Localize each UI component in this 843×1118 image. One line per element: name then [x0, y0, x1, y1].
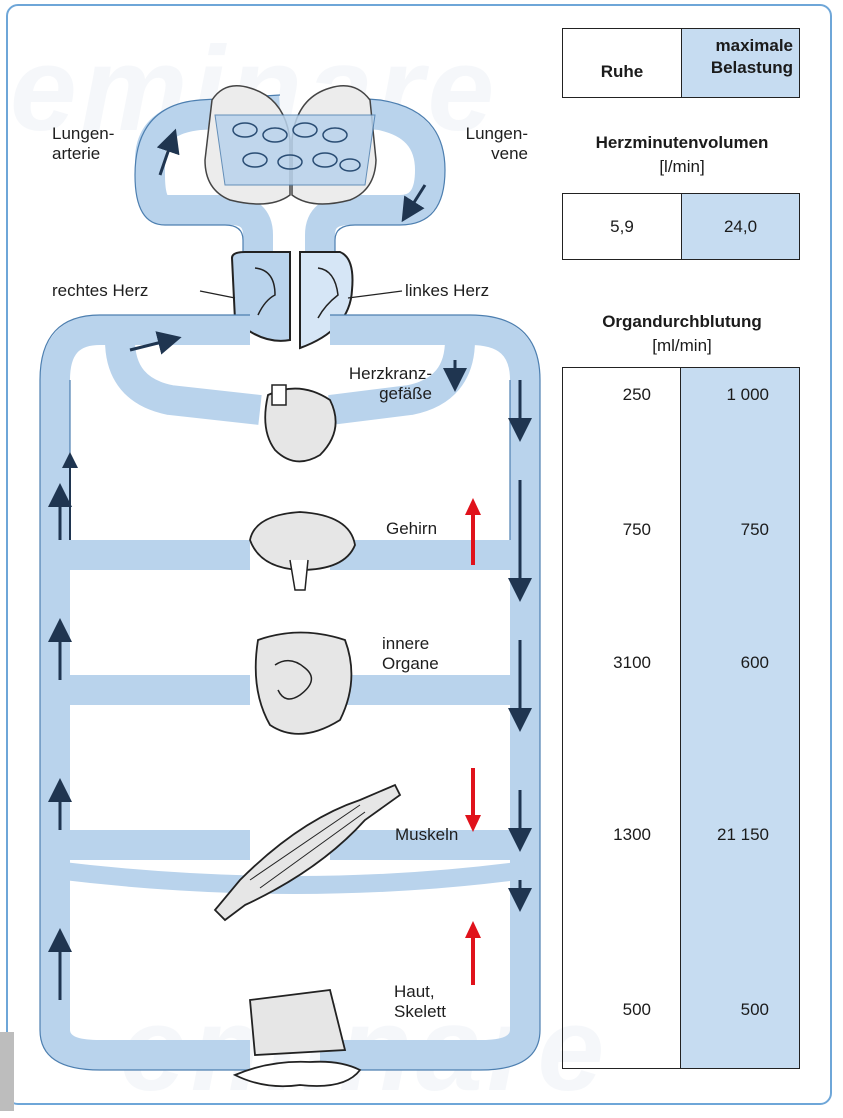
organ-flow-max-column [680, 368, 799, 1068]
flow-skin-max: 500 [669, 1000, 769, 1020]
label-skin-skeleton: Haut,Skelett [394, 982, 446, 1022]
flow-organs-rest: 3100 [571, 653, 651, 673]
organ-flow-title: Organdurchblutung [562, 312, 802, 332]
label-pulmonary-artery: Lungen-arterie [52, 124, 114, 164]
organ-flow-unit: [ml/min] [562, 336, 802, 356]
label-right-heart: rechtes Herz [52, 281, 148, 301]
flow-coronary-max: 1 000 [669, 385, 769, 405]
flow-coronary-rest: 250 [571, 385, 651, 405]
lungs-illustration [205, 86, 376, 204]
label-muscles: Muskeln [395, 825, 458, 845]
flow-muscles-max: 21 150 [669, 825, 769, 845]
flow-skin-rest: 500 [571, 1000, 651, 1020]
highlight-arrows [465, 498, 481, 985]
cardiac-output-title: Herzminutenvolumen [562, 133, 802, 153]
label-pulmonary-vein: Lungen-vene [420, 124, 528, 164]
flow-brain-rest: 750 [571, 520, 651, 540]
cardiac-output-rest: 5,9 [563, 194, 681, 259]
corner-grey-bar [0, 1032, 14, 1111]
organ-flow-table: 250 1 000 750 750 3100 600 1300 21 150 5… [562, 367, 800, 1069]
skin-bone-illustration [235, 990, 360, 1086]
label-brain: Gehirn [386, 519, 437, 539]
cardiac-output-unit: [l/min] [562, 157, 802, 177]
header-rest: Ruhe [563, 29, 681, 97]
flow-muscles-rest: 1300 [571, 825, 651, 845]
cardiac-output-max: 24,0 [681, 194, 799, 259]
brain-illustration [250, 512, 355, 590]
flow-organs-max: 600 [669, 653, 769, 673]
cardiac-output-table: 5,9 24,0 [562, 193, 800, 260]
label-left-heart: linkes Herz [405, 281, 489, 301]
flow-brain-max: 750 [669, 520, 769, 540]
organs-illustration [256, 633, 352, 734]
label-coronary-vessels: Herzkranz-gefäße [300, 364, 432, 404]
